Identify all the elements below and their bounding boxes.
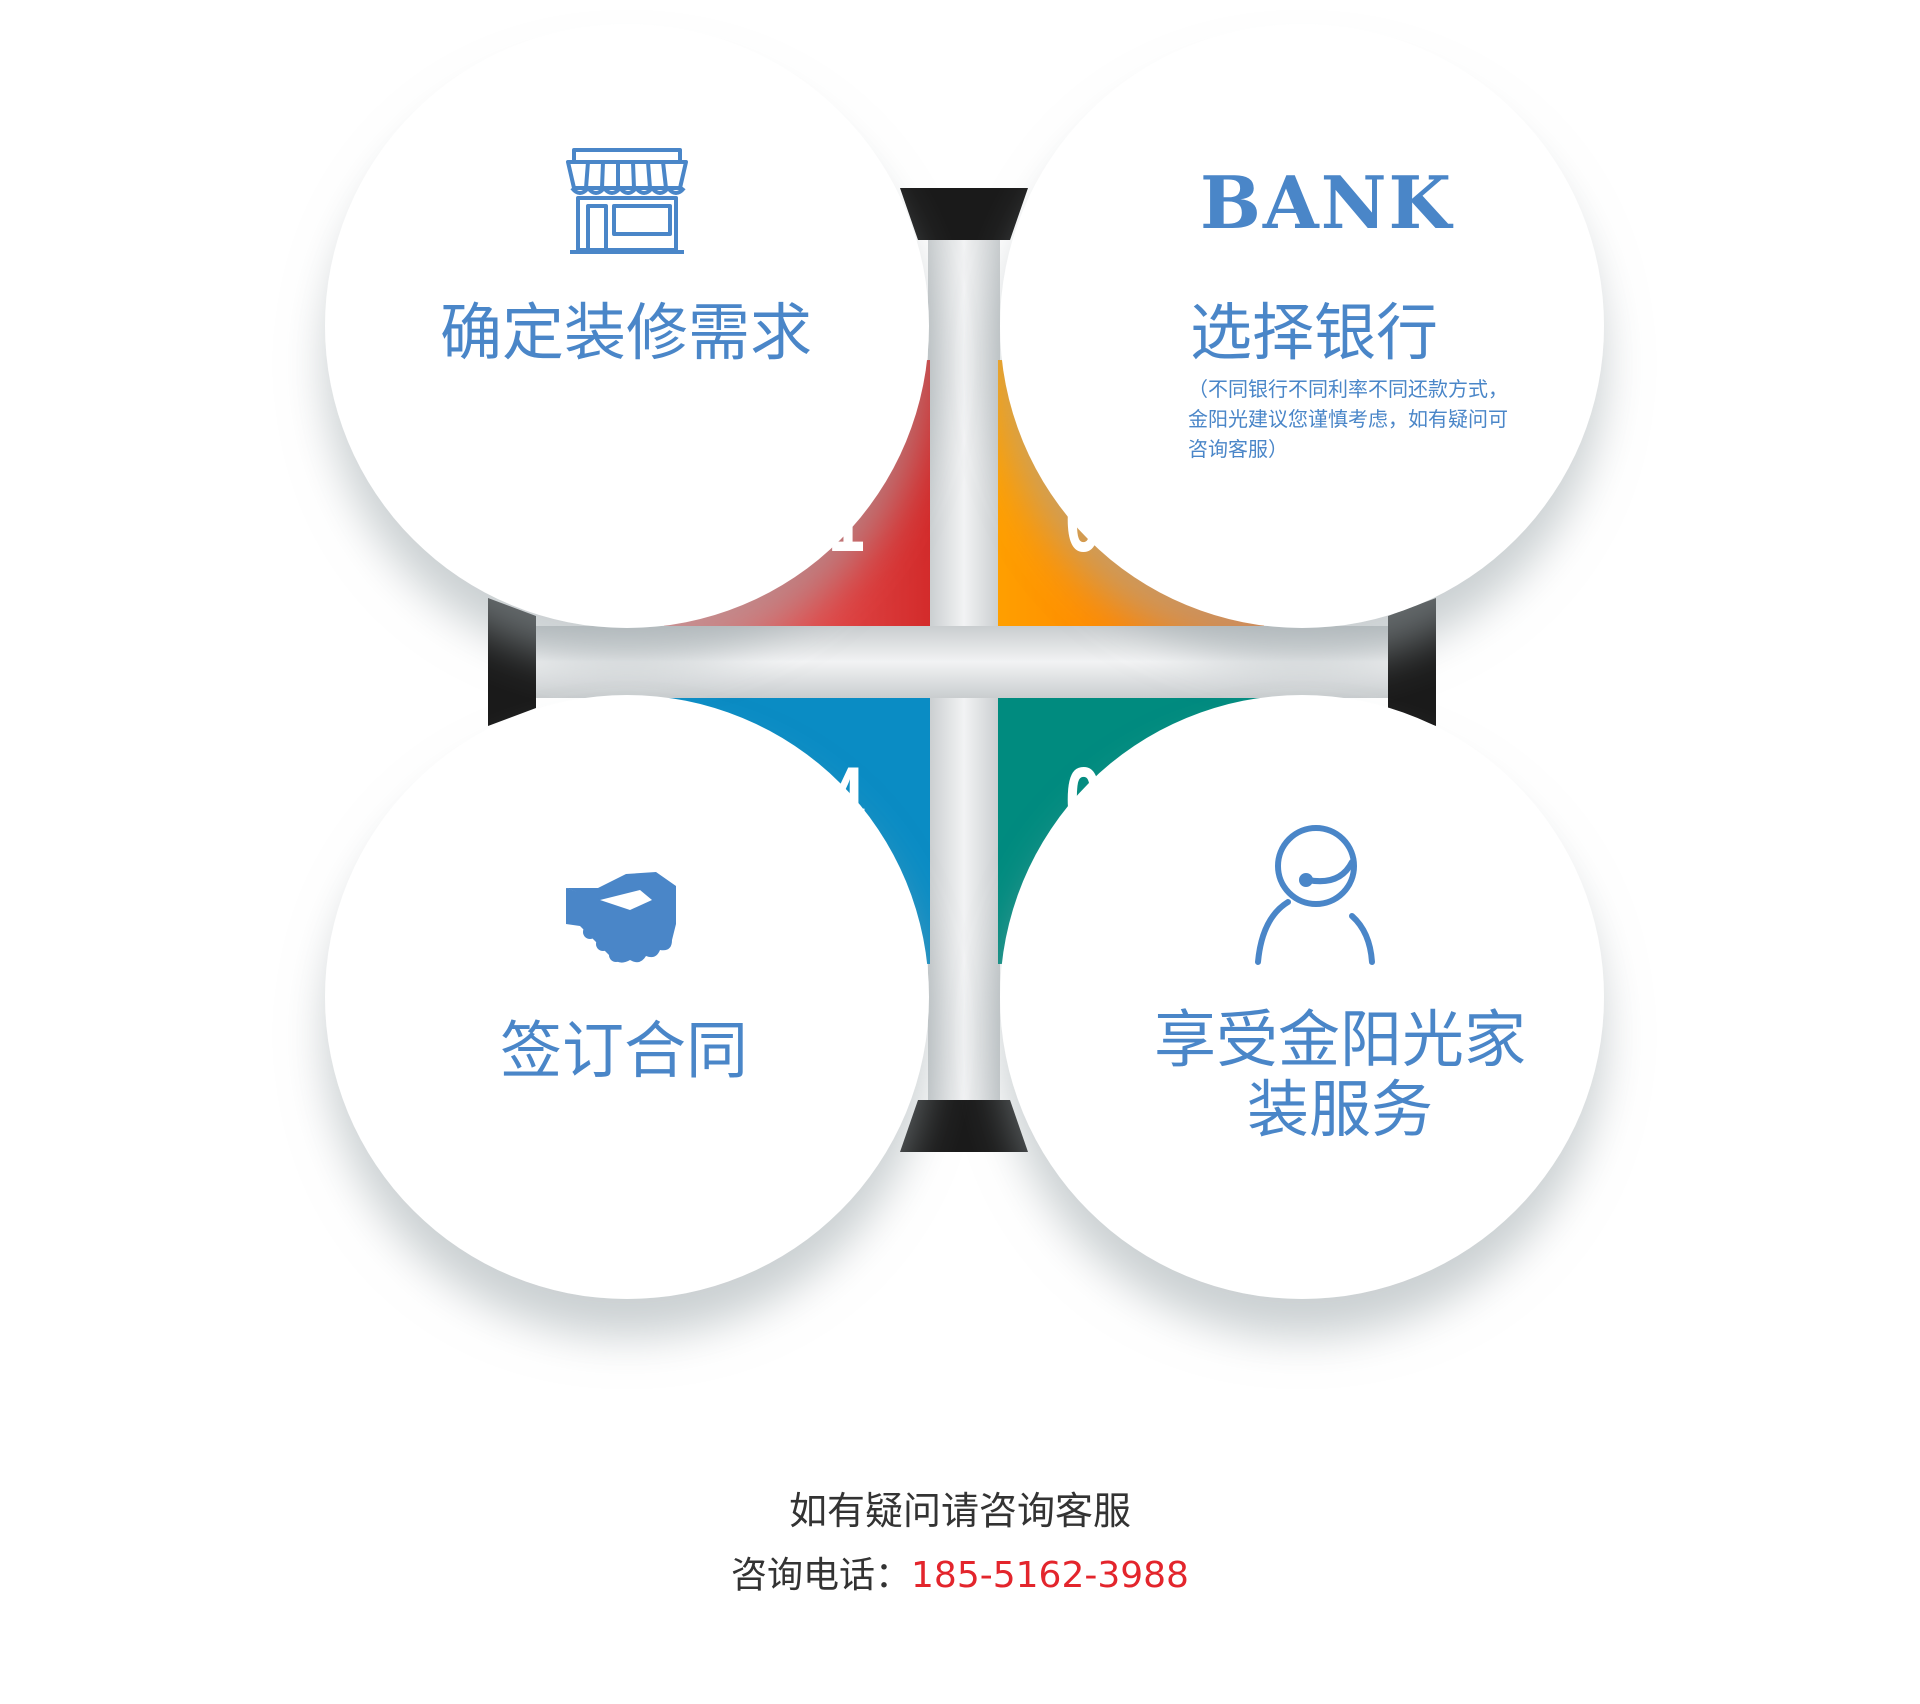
step-03-title: 享受金阳光家装服务 — [1153, 1003, 1526, 1146]
step-02-note: （不同银行不同利率不同还款方式，金阳光建议您谨慎考虑，如有疑问可咨询客服） — [1188, 377, 1508, 461]
ring-segment-right — [1388, 598, 1436, 726]
circle-step-04 — [325, 695, 929, 1299]
footer-phone-line: 咨询电话：185-5162-3988 — [0, 1546, 1920, 1598]
cross-horizontal — [536, 626, 1388, 698]
circle-step-03 — [1000, 695, 1604, 1299]
step-01-title: 确定装修需求 — [440, 296, 813, 369]
customer-service-icon — [1255, 825, 1375, 965]
step-01-number: 01 — [791, 469, 865, 571]
footer-consult-text: 如有疑问请咨询客服 — [788, 1489, 1131, 1533]
handshake-icon — [566, 872, 676, 963]
storefront-icon — [566, 148, 688, 254]
circle-step-01 — [325, 24, 929, 628]
ring-segment-top — [900, 188, 1028, 240]
step-03-number: 03 — [1065, 749, 1139, 851]
step-02-title: 选择银行 — [1190, 296, 1439, 369]
ring-segment-bottom — [900, 1100, 1028, 1152]
step-04-number: 04 — [791, 749, 865, 851]
footer-phone-number[interactable]: 185-5162-3988 — [911, 1555, 1189, 1596]
step-04-title: 签订合同 — [500, 1014, 749, 1087]
step-02-number: 02 — [1065, 469, 1139, 571]
ring-segment-left — [488, 598, 536, 726]
bank-icon: BANK — [1200, 160, 1454, 245]
circle-step-02 — [1000, 24, 1604, 628]
footer-phone-label: 咨询电话： — [731, 1555, 912, 1596]
